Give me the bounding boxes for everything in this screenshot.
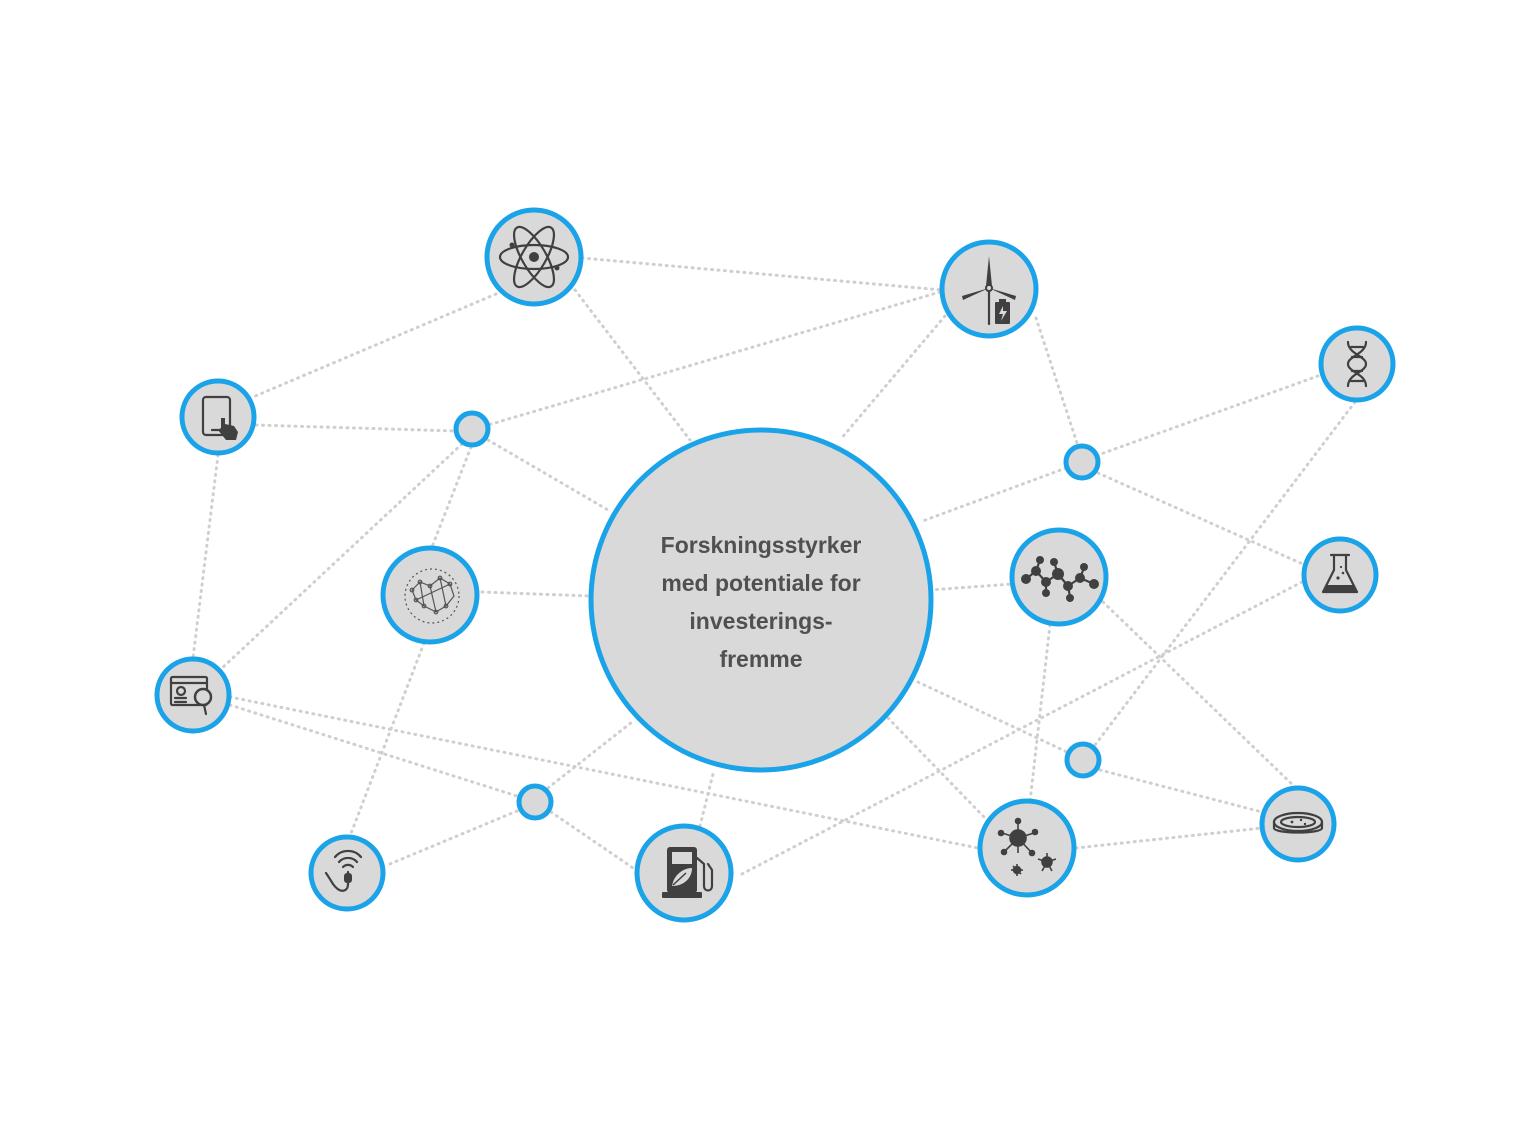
node-analytics <box>154 656 232 734</box>
wireless-probe-icon <box>324 849 363 892</box>
edge <box>254 423 457 433</box>
node-dna <box>1318 325 1396 403</box>
edge <box>348 641 426 838</box>
green-fuel-pump-icon <box>662 847 714 898</box>
edge <box>546 720 634 790</box>
node-hub-bottom <box>516 783 554 821</box>
node-virus <box>977 798 1077 898</box>
node-probe <box>308 834 386 912</box>
edge <box>191 453 220 660</box>
edge <box>430 445 473 549</box>
node-molecule <box>1009 527 1109 627</box>
center-circle <box>588 427 934 773</box>
edge <box>549 810 638 872</box>
wind-turbine-battery-icon <box>962 256 1016 326</box>
lab-flask-icon <box>1321 553 1359 594</box>
network-globe-icon <box>404 568 460 624</box>
node-tablet <box>179 378 257 456</box>
dna-icon <box>1346 340 1368 388</box>
edge <box>228 703 522 799</box>
dashboard-search-icon <box>169 675 213 716</box>
edge <box>1093 400 1357 747</box>
edge <box>573 288 692 442</box>
center-title-line-3: investerings- <box>689 608 832 634</box>
edge <box>918 466 1068 524</box>
edge <box>486 438 610 512</box>
node-fuel <box>634 823 734 923</box>
node-flask <box>1301 536 1379 614</box>
edge <box>928 582 1014 592</box>
edge <box>228 695 980 850</box>
edge <box>738 580 1304 877</box>
center-title-line-2: med potentiale for <box>661 570 860 596</box>
edge <box>480 590 592 598</box>
particles-icon <box>997 817 1057 876</box>
edge <box>1096 374 1320 457</box>
node-atom <box>484 207 584 307</box>
node-wind <box>939 239 1039 339</box>
edge <box>580 256 944 292</box>
edge <box>886 716 987 820</box>
edge <box>1074 826 1264 850</box>
node-network-globe <box>380 545 480 645</box>
petri-dish-icon <box>1272 811 1324 834</box>
edge <box>916 680 1069 754</box>
node-hub-right <box>1063 443 1101 481</box>
edge <box>251 292 498 399</box>
atom-icon <box>498 225 570 289</box>
edge <box>1034 316 1080 448</box>
tablet-touch-icon <box>201 395 238 440</box>
edge <box>698 768 716 828</box>
center-node: Forskningsstyrker med potentiale for inv… <box>588 427 934 773</box>
connection-lines <box>191 256 1357 877</box>
node-petri <box>1259 785 1337 863</box>
edge <box>1096 471 1307 567</box>
edge <box>1028 623 1052 804</box>
center-title-line-4: fremme <box>719 646 802 672</box>
edge <box>1101 600 1300 792</box>
molecule-chain-icon <box>1021 556 1099 602</box>
node-hub-left <box>453 410 491 448</box>
edge <box>838 314 947 442</box>
center-title-line-1: Forskningsstyrker <box>661 532 862 558</box>
edge <box>486 290 942 427</box>
edge <box>383 809 519 868</box>
node-hub-lower-right <box>1064 741 1102 779</box>
edge <box>1098 768 1264 814</box>
